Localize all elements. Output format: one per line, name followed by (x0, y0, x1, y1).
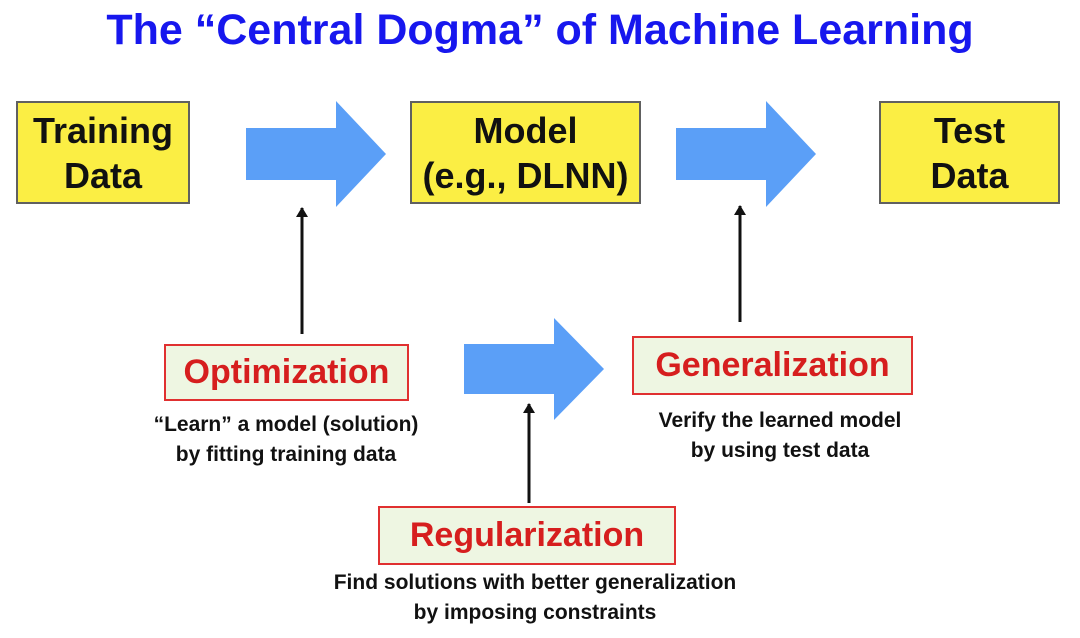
flow-arrow-model-to-test (676, 101, 816, 207)
training-data-box: Training Data (16, 101, 190, 204)
optimization-description: “Learn” a model (solution) by fitting tr… (86, 410, 486, 470)
generalization-description-line-2: by using test data (690, 439, 870, 462)
regularization-description-line-2: by imposing constraints (413, 601, 657, 624)
optimization-description-line-2: by fitting training data (175, 443, 397, 466)
model-line-2: (e.g., DLNN) (422, 154, 629, 196)
generalization-label: Generalization (655, 346, 890, 384)
optimization-label: Optimization (183, 353, 390, 391)
regularization-description-line-1: Find solutions with better generalizatio… (333, 571, 737, 594)
regularization-description: Find solutions with better generalizatio… (240, 568, 830, 628)
generalization-box: Generalization (632, 336, 913, 395)
flow-arrow-regularization (464, 318, 604, 420)
generalization-description: Verify the learned model by using test d… (580, 406, 980, 466)
optimization-description-line-1: “Learn” a model (solution) (153, 413, 419, 436)
regularization-label: Regularization (409, 516, 645, 554)
model-box: Model (e.g., DLNN) (410, 101, 641, 204)
model-line-1: Model (473, 109, 578, 151)
flow-arrow-training-to-model (246, 101, 386, 207)
test-data-box: Test Data (879, 101, 1060, 204)
regularization-box: Regularization (378, 506, 676, 565)
diagram-title: The “Central Dogma” of Machine Learning (106, 6, 974, 54)
generalization-description-line-1: Verify the learned model (658, 409, 902, 432)
optimization-box: Optimization (164, 344, 409, 401)
test-data-line-1: Test (933, 109, 1006, 151)
training-data-line-1: Training (32, 109, 173, 151)
test-data-line-2: Data (930, 154, 1009, 196)
training-data-line-2: Data (63, 154, 143, 196)
